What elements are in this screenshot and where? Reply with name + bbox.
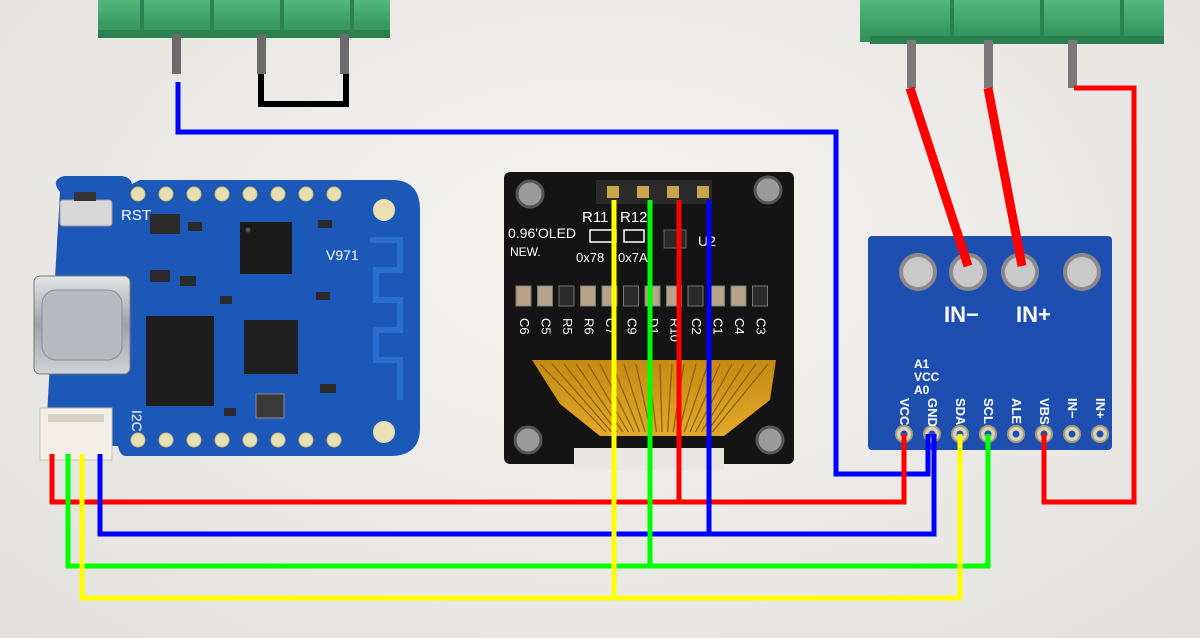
flex-cable: [532, 360, 776, 436]
a0-label: A0: [914, 383, 930, 397]
pin-label: ALE: [1009, 398, 1024, 424]
esp-chip: [244, 320, 298, 374]
ina219-pin-row: VCC GND SDA SCL ALE VBS IN− IN+: [895, 398, 1109, 443]
smd-part: [623, 285, 639, 307]
wemos-d1-mini-board: RST V971 I2C: [33, 176, 420, 461]
smd-part: [687, 285, 704, 307]
reset-button-cap: [74, 192, 96, 201]
smd-part: [537, 285, 553, 307]
component-label: C6: [517, 318, 532, 335]
component-label: C1: [711, 318, 726, 335]
smd-part: [580, 285, 596, 307]
smd-part: [709, 285, 725, 307]
wire-yellow-sda: [79, 434, 963, 601]
component-label: R5: [560, 318, 575, 335]
oled-size-label: 0.96'OLED: [508, 225, 576, 241]
smd-part: [515, 285, 532, 307]
component-label: C5: [539, 318, 554, 335]
smd-part: [752, 285, 768, 307]
terminal-pin: [257, 34, 266, 74]
oled-new-label: NEW.: [510, 245, 541, 259]
pin-label: SCL: [981, 398, 996, 424]
terminal-block-left: [98, 0, 390, 74]
terminal-pin: [984, 40, 993, 88]
in-minus-label: IN−: [944, 302, 979, 327]
terminal-block-right: [860, 0, 1164, 88]
pin-label: GND: [925, 398, 940, 427]
wire-blue-gnd-rail: [97, 434, 937, 537]
header-holes-top: [130, 186, 342, 202]
mount-hole: [515, 179, 545, 209]
wire-red-vbs-to-terminal: [1041, 85, 1137, 505]
rst-label: RST: [121, 207, 151, 224]
component-label: C9: [625, 318, 640, 335]
i2c-label: I2C: [129, 410, 145, 432]
addr1-label: 0x78: [576, 250, 604, 265]
mount-hole: [513, 425, 543, 455]
antenna-trace: [370, 237, 403, 400]
pin-label: SDA: [953, 398, 968, 426]
r11-label: R11: [582, 209, 608, 226]
reset-button[interactable]: [59, 199, 113, 227]
terminal-pin: [172, 34, 181, 74]
component-label: C3: [754, 318, 769, 335]
wire-red-in-minus: [905, 86, 973, 268]
smd-part: [558, 285, 575, 307]
module-label: V971: [326, 247, 359, 263]
smd-components: [150, 214, 336, 416]
component-label: R6: [582, 318, 597, 335]
mount-hole: [373, 421, 395, 443]
mount-hole: [753, 175, 783, 205]
usb-serial-chip: [146, 316, 214, 406]
component-label: C4: [732, 318, 747, 335]
pin-label: IN+: [1093, 398, 1108, 419]
wire-red-in-plus: [983, 87, 1027, 267]
r12-label: R12: [620, 209, 648, 226]
wires: [49, 82, 1137, 601]
wire-green-scl: [65, 434, 991, 569]
screw-hole: [899, 253, 937, 291]
wire-blue-terminal-to-ina-gnd: [175, 82, 931, 477]
jumper-wire: [258, 74, 349, 107]
pin-label: VCC: [897, 398, 912, 426]
pin-label: IN−: [1065, 398, 1080, 419]
terminal-pin: [340, 34, 349, 74]
in-plus-label: IN+: [1016, 302, 1051, 327]
wire-red-vcc-rail: [49, 434, 907, 505]
smd-part: [730, 285, 747, 307]
header-holes-bottom: [130, 432, 342, 448]
terminal-pin: [907, 40, 916, 88]
screw-hole: [1063, 253, 1101, 291]
vcc-small-label: VCC: [914, 370, 940, 384]
component-label: C2: [689, 318, 704, 335]
mount-hole: [755, 425, 785, 455]
addr2-label: 0x7A: [618, 250, 648, 265]
mount-hole: [373, 199, 395, 221]
ina219-module: IN− IN+ A1 VCC A0 VCC GND SDA SCL ALE VBS IN− I…: [868, 236, 1112, 450]
terminal-pin: [1068, 40, 1077, 88]
a1-label: A1: [914, 357, 930, 371]
crystal: [255, 393, 285, 419]
pin-label: VBS: [1037, 398, 1052, 425]
